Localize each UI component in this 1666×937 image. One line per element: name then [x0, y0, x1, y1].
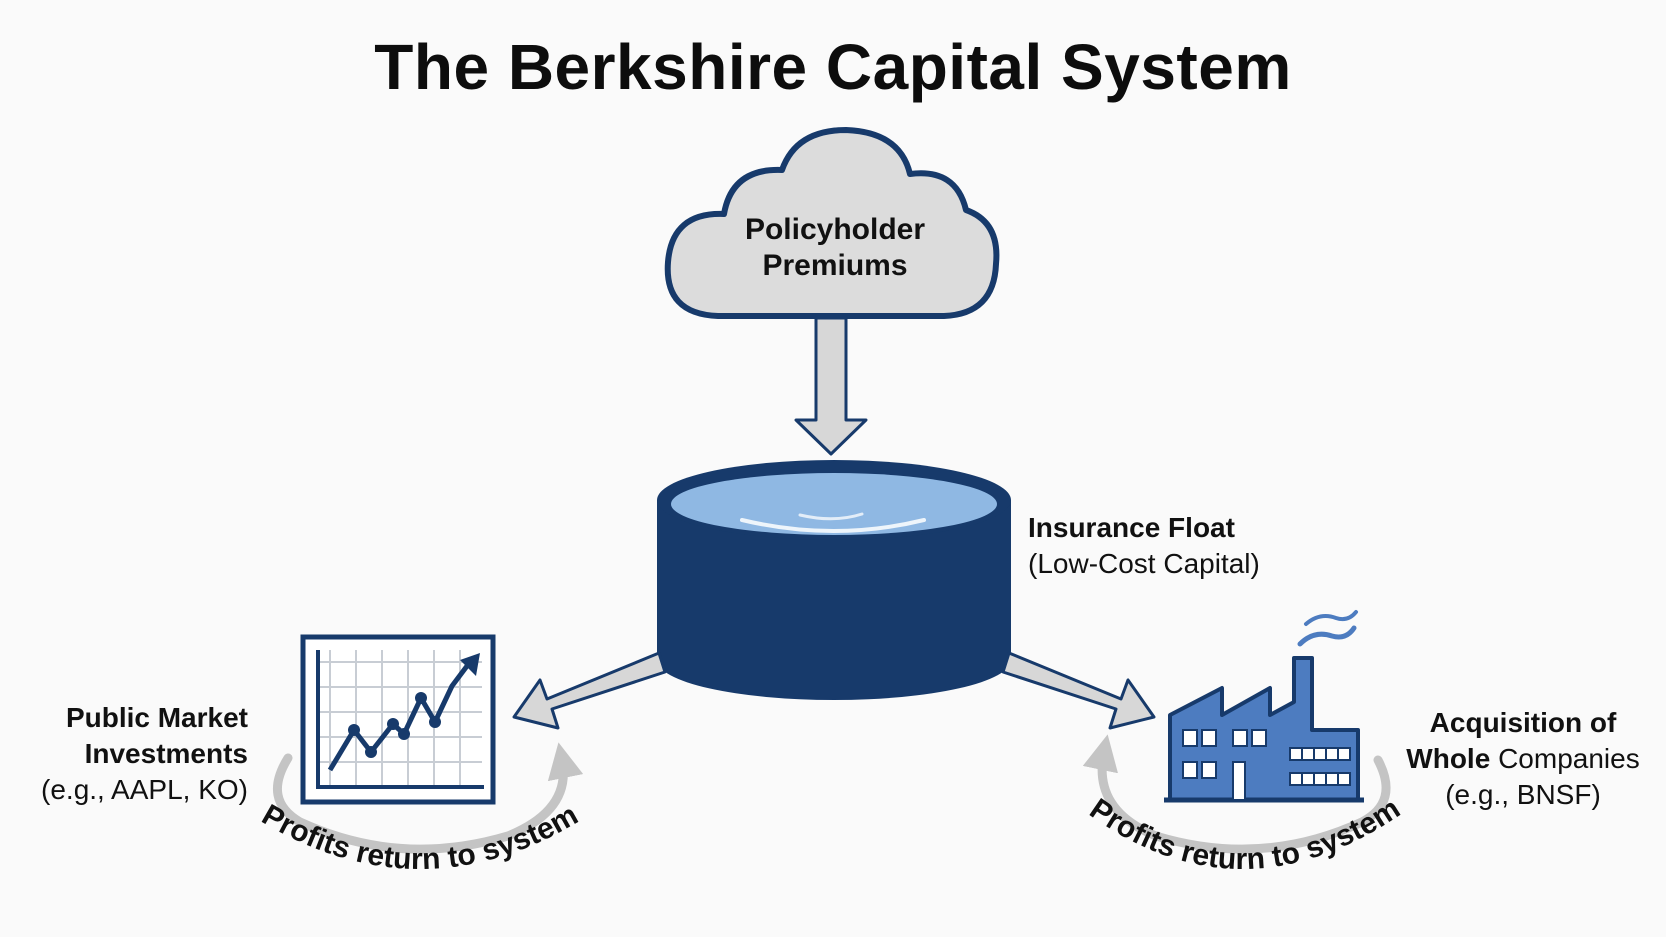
- down-arrow: [794, 316, 868, 456]
- left-node-label: Public Market Investments (e.g., AAPL, K…: [18, 700, 248, 808]
- loop-label-left: Profits return to system: [256, 798, 583, 876]
- source-line-1: Policyholder: [744, 213, 926, 246]
- source-node-label: Policyholder Premiums: [700, 212, 970, 284]
- right-node-label: Acquisition of Whole Companies (e.g., BN…: [1390, 705, 1656, 813]
- right-line-2-rest: Companies: [1490, 743, 1640, 774]
- right-line-2: Whole Companies: [1390, 741, 1656, 777]
- profit-loop-right: [1082, 734, 1391, 854]
- left-line-1: Public Market: [65, 702, 248, 733]
- loop-label-right: Profits return to system: [1084, 792, 1406, 876]
- page-title: The Berkshire Capital System: [374, 31, 1292, 103]
- arrow-to-investments: [512, 651, 667, 730]
- right-line-2-bold: Whole: [1406, 743, 1491, 774]
- right-line-1: Acquisition of: [1429, 707, 1617, 738]
- float-tank-icon: [657, 460, 1011, 700]
- arrow-to-acquisitions: [1001, 651, 1156, 730]
- float-name: Insurance Float: [1028, 512, 1235, 543]
- source-line-2: Premiums: [762, 249, 908, 282]
- profit-loop-left: [272, 742, 584, 854]
- left-line-3: (e.g., AAPL, KO): [41, 774, 248, 805]
- float-note: (Low-Cost Capital): [1028, 548, 1260, 579]
- left-line-2: Investments: [84, 738, 248, 769]
- float-node-label: Insurance Float (Low-Cost Capital): [1028, 510, 1328, 582]
- stock-chart-icon: [300, 634, 496, 805]
- factory-icon: [1164, 610, 1364, 803]
- cloud-shape: [664, 127, 1000, 319]
- right-line-3: (e.g., BNSF): [1445, 779, 1601, 810]
